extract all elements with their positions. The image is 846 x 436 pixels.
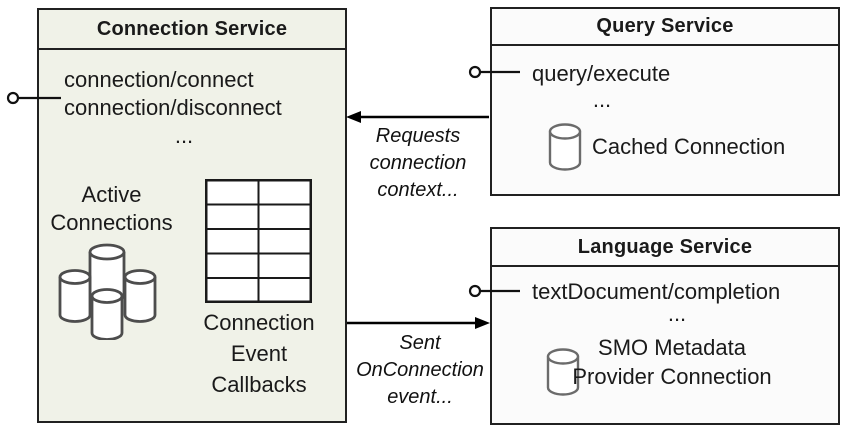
connection-service-methods: connection/connect connection/disconnect… bbox=[64, 66, 304, 150]
method-query-execute: query/execute bbox=[532, 61, 671, 86]
language-service-box: Language Service textDocument/completion… bbox=[490, 227, 840, 425]
cached-connection-label: Cached Connection bbox=[592, 134, 786, 159]
language-service-title: Language Service bbox=[492, 229, 838, 267]
database-cluster-icon bbox=[58, 243, 157, 340]
smo-metadata-provider-connection-label: SMO Metadata Provider Connection bbox=[572, 335, 772, 389]
callbacks-table-icon bbox=[205, 179, 312, 303]
language-methods-ellipsis: ... bbox=[667, 301, 687, 326]
connection-event-callbacks-label: Connection Event Callbacks bbox=[203, 310, 315, 397]
active-connections-label: Active Connections bbox=[50, 182, 173, 235]
requests-connection-context-label: Requests connection context... bbox=[369, 125, 467, 201]
query-service-box: Query Service query/execute ... Cached C… bbox=[490, 7, 840, 196]
method-connection-disconnect: connection/disconnect bbox=[64, 95, 282, 120]
query-service-title: Query Service bbox=[492, 9, 838, 46]
connection-service-title: Connection Service bbox=[39, 10, 345, 50]
connection-service-box: Connection Service connection/connect co… bbox=[37, 8, 347, 423]
sent-onconnection-arrow bbox=[347, 317, 490, 329]
method-connection-connect: connection/connect bbox=[64, 67, 254, 92]
requests-connection-arrow bbox=[346, 111, 489, 123]
database-icon bbox=[548, 123, 582, 171]
method-textdocument-completion: textDocument/completion bbox=[532, 279, 781, 304]
methods-ellipsis: ... bbox=[174, 123, 194, 148]
database-icon bbox=[546, 348, 580, 396]
sent-onconnection-event-label: Sent OnConnection event... bbox=[356, 332, 484, 408]
query-methods-ellipsis: ... bbox=[592, 87, 612, 112]
